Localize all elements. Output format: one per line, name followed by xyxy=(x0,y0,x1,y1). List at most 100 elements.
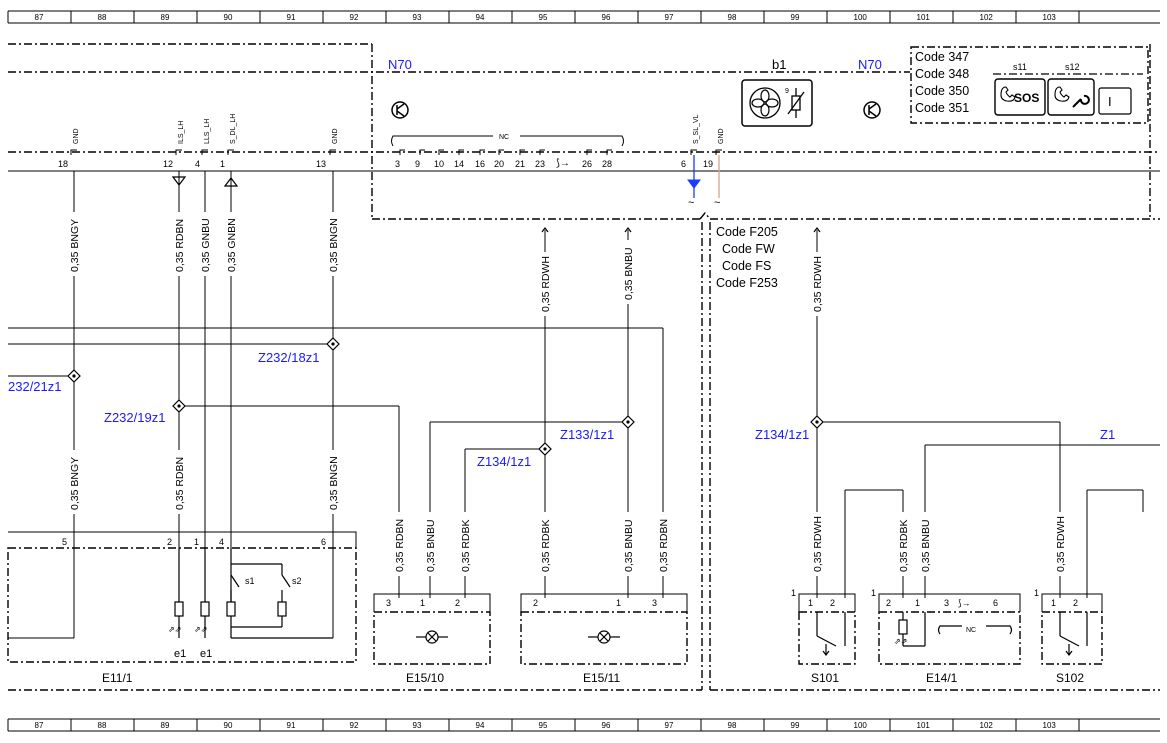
transistor-icon xyxy=(863,101,881,119)
svg-text:1: 1 xyxy=(1034,588,1039,598)
grid-bottom-number: 91 xyxy=(287,721,296,730)
wire-label: 0,35 RDBN xyxy=(174,457,186,510)
grid-bottom-number: 87 xyxy=(35,721,44,730)
wire-label: 0,35 BNGY xyxy=(69,219,81,272)
pin-marker xyxy=(329,149,336,155)
grid-bottom xyxy=(7,718,1160,732)
grid-bottom-number: 95 xyxy=(539,721,548,730)
n70-pin: 14 xyxy=(454,159,464,169)
grid-top-number: 99 xyxy=(791,13,800,22)
grid-bottom-number: 93 xyxy=(413,721,422,730)
grid-bottom-number: 97 xyxy=(665,721,674,730)
wire-label: 0,35 BNGY xyxy=(69,457,81,510)
splice-z134-a: Z134/1z1 xyxy=(477,454,531,469)
grid-top-number: 89 xyxy=(161,13,170,22)
grid-top-number: 90 xyxy=(224,13,233,22)
connector-pin: 4 xyxy=(195,159,200,169)
wire-label: 0,35 BNBU xyxy=(623,519,635,572)
grid-top-number: 87 xyxy=(35,13,44,22)
s11-label: s11 xyxy=(1013,62,1027,72)
grid-top-number: 102 xyxy=(980,13,994,22)
wire-label: 0,35 GNBN xyxy=(226,218,238,272)
connector-pin: 13 xyxy=(316,159,326,169)
wire-label: 0,35 BNBU xyxy=(425,519,437,572)
led-icon: ⇗⇗⇗⇗ xyxy=(168,625,207,634)
svg-text:⇗⇗: ⇗⇗ xyxy=(194,625,207,634)
n70-pin: 20 xyxy=(494,159,504,169)
svg-text:1: 1 xyxy=(808,598,813,608)
wire-label-bg xyxy=(172,450,186,514)
code-fs: Code FS xyxy=(722,259,771,273)
pin-marker xyxy=(539,149,545,155)
wire-label-bg xyxy=(392,512,406,576)
led-icon: ⇗⇗ xyxy=(894,637,907,646)
svg-text:2: 2 xyxy=(830,598,835,608)
code-350: Code 350 xyxy=(915,84,969,98)
splice-dots xyxy=(72,342,819,451)
splice-z232-21: 232/21z1 xyxy=(8,379,62,394)
n70-pin: 16 xyxy=(475,159,485,169)
splice-z1: Z1 xyxy=(1100,427,1115,442)
code-box-top: Code 347 Code 348 Code 350 Code 351 s11 … xyxy=(910,46,1149,124)
svg-text:1: 1 xyxy=(791,588,796,598)
splice-z232-18: Z232/18z1 xyxy=(258,350,319,365)
svg-text:s2: s2 xyxy=(292,576,302,586)
s102-label: S102 xyxy=(1056,671,1084,685)
svg-text:⟆→: ⟆→ xyxy=(958,598,971,608)
wire-label-bg xyxy=(656,512,670,576)
wire-label-bg xyxy=(67,450,81,514)
temperature-sensor-icon xyxy=(787,88,805,118)
wire-label: 0,35 RDBK xyxy=(540,519,552,572)
wire-label: 0,35 GNBU xyxy=(200,218,212,272)
wire-label-bg xyxy=(810,252,824,316)
svg-text:4: 4 xyxy=(219,537,224,547)
wire-label: 0,35 RDBK xyxy=(898,519,910,572)
grid-top-number: 100 xyxy=(854,13,868,22)
wire-label-bg xyxy=(172,212,186,276)
grid-top-number: 97 xyxy=(665,13,674,22)
svg-text:2: 2 xyxy=(167,537,172,547)
e11-component: 5 2 1 4 6 ⇗⇗⇗⇗ s1 s2 xyxy=(7,531,357,685)
wire-label-bg xyxy=(67,212,81,276)
s102-component: 1 1 2 S102 xyxy=(1034,588,1103,685)
svg-text:~: ~ xyxy=(714,197,720,209)
wire-label: 0,35 RDWH xyxy=(1055,516,1067,572)
pin-marker xyxy=(399,149,405,155)
wire-label: 0,35 RDWH xyxy=(540,256,552,312)
wire-label: 0,35 RDWH xyxy=(812,516,824,572)
svg-text:3: 3 xyxy=(944,598,949,608)
code-348: Code 348 xyxy=(915,67,969,81)
grid-bottom-number: 88 xyxy=(98,721,107,730)
wire-label: 0,35 RDBN xyxy=(174,219,186,272)
pin-marker xyxy=(175,149,182,155)
svg-text:1: 1 xyxy=(1051,598,1056,608)
wire-label-bg xyxy=(810,512,824,576)
grid-bottom-number: 96 xyxy=(602,721,611,730)
svg-text:1: 1 xyxy=(420,598,425,608)
pin-marker xyxy=(586,149,592,155)
switch-icon xyxy=(816,612,846,656)
wire-label-bg xyxy=(918,512,932,576)
wire-label-bg xyxy=(538,512,552,576)
e15-11-label: E15/11 xyxy=(583,671,620,685)
phone-icon xyxy=(1000,86,1016,102)
grid-bottom-number: 100 xyxy=(854,721,868,730)
grid-bottom-number: 94 xyxy=(476,721,485,730)
connector-pin: 1 xyxy=(220,159,225,169)
grid-bottom-number: 103 xyxy=(1043,721,1057,730)
n70-pin: 10 xyxy=(434,159,444,169)
wire-label: 0,35 BNGN xyxy=(328,456,340,510)
n70-pin: 3 xyxy=(395,159,400,169)
b1-label: b1 xyxy=(772,57,786,72)
wire-label-bg xyxy=(326,450,340,514)
svg-text:2: 2 xyxy=(1073,598,1078,608)
svg-text:e1: e1 xyxy=(174,648,186,660)
svg-text:19: 19 xyxy=(703,159,713,169)
e15-11-component: 2 1 3 E15/11 xyxy=(520,593,688,685)
code-f205: Code F205 xyxy=(716,225,778,239)
e14-label: E14/1 xyxy=(926,671,958,685)
pin-marker xyxy=(227,149,234,155)
wire-label-bg xyxy=(224,212,238,276)
svg-text:S_SL_VL: S_SL_VL xyxy=(693,114,700,144)
